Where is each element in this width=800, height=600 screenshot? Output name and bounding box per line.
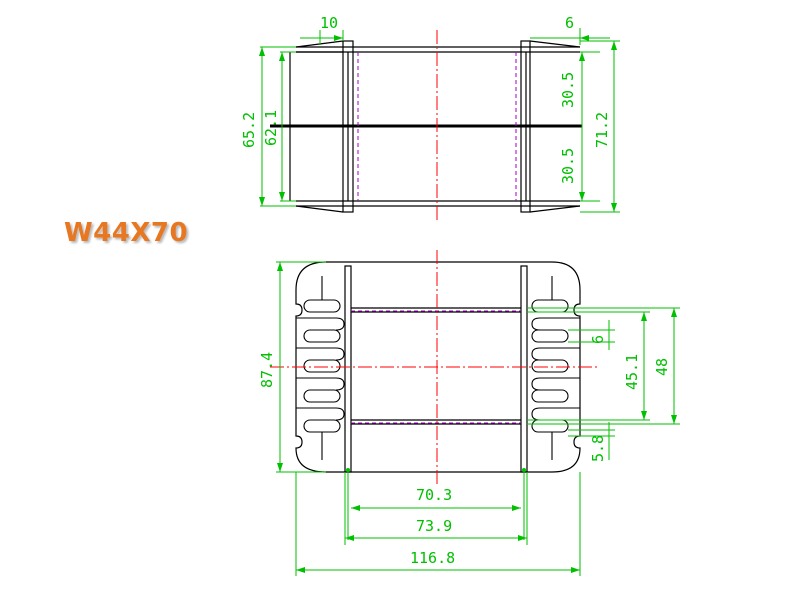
front-view-left-slots — [296, 276, 345, 460]
dim-text-65-2: 65.2 — [240, 112, 258, 148]
dim-text-70-3: 70.3 — [416, 486, 452, 504]
dim-text-30-5-lower: 30.5 — [559, 148, 577, 184]
dim-text-30-5-upper: 30.5 — [559, 72, 577, 108]
front-view-flanges — [344, 265, 528, 473]
front-view-window — [351, 307, 521, 425]
front-view-pin-markers — [346, 468, 526, 472]
dim-text-6-front: 6 — [589, 335, 607, 344]
top-view-arrowheads — [259, 35, 617, 212]
front-view-hidden-lines — [351, 310, 521, 424]
part-title: W44X70 — [64, 218, 189, 248]
front-view: 87.4 6 45.1 48 5.8 70.3 73.9 116.8 — [258, 250, 680, 576]
front-view-dimension-lines — [276, 261, 680, 576]
dim-text-73-9: 73.9 — [416, 517, 452, 535]
dim-text-45-1: 45.1 — [623, 354, 641, 390]
dim-text-87-4: 87.4 — [258, 352, 276, 388]
top-view: 10 6 65.2 62.1 30.5 30.5 71.2 — [240, 14, 620, 222]
front-view-arrowheads — [277, 262, 677, 573]
top-view-hidden-lines — [357, 52, 517, 201]
front-view-right-slots — [531, 276, 580, 460]
front-view-centerlines — [270, 250, 600, 484]
top-view-dimension-lines — [260, 28, 620, 213]
dim-text-48: 48 — [653, 358, 671, 376]
dim-text-6-top: 6 — [565, 14, 574, 32]
dim-text-5-8: 5.8 — [589, 435, 607, 462]
front-view-body-outline — [295, 261, 581, 473]
dim-text-71-2: 71.2 — [593, 112, 611, 148]
dim-text-10: 10 — [320, 14, 338, 32]
dim-text-116-8: 116.8 — [410, 549, 455, 567]
dim-text-62-1: 62.1 — [262, 110, 280, 146]
